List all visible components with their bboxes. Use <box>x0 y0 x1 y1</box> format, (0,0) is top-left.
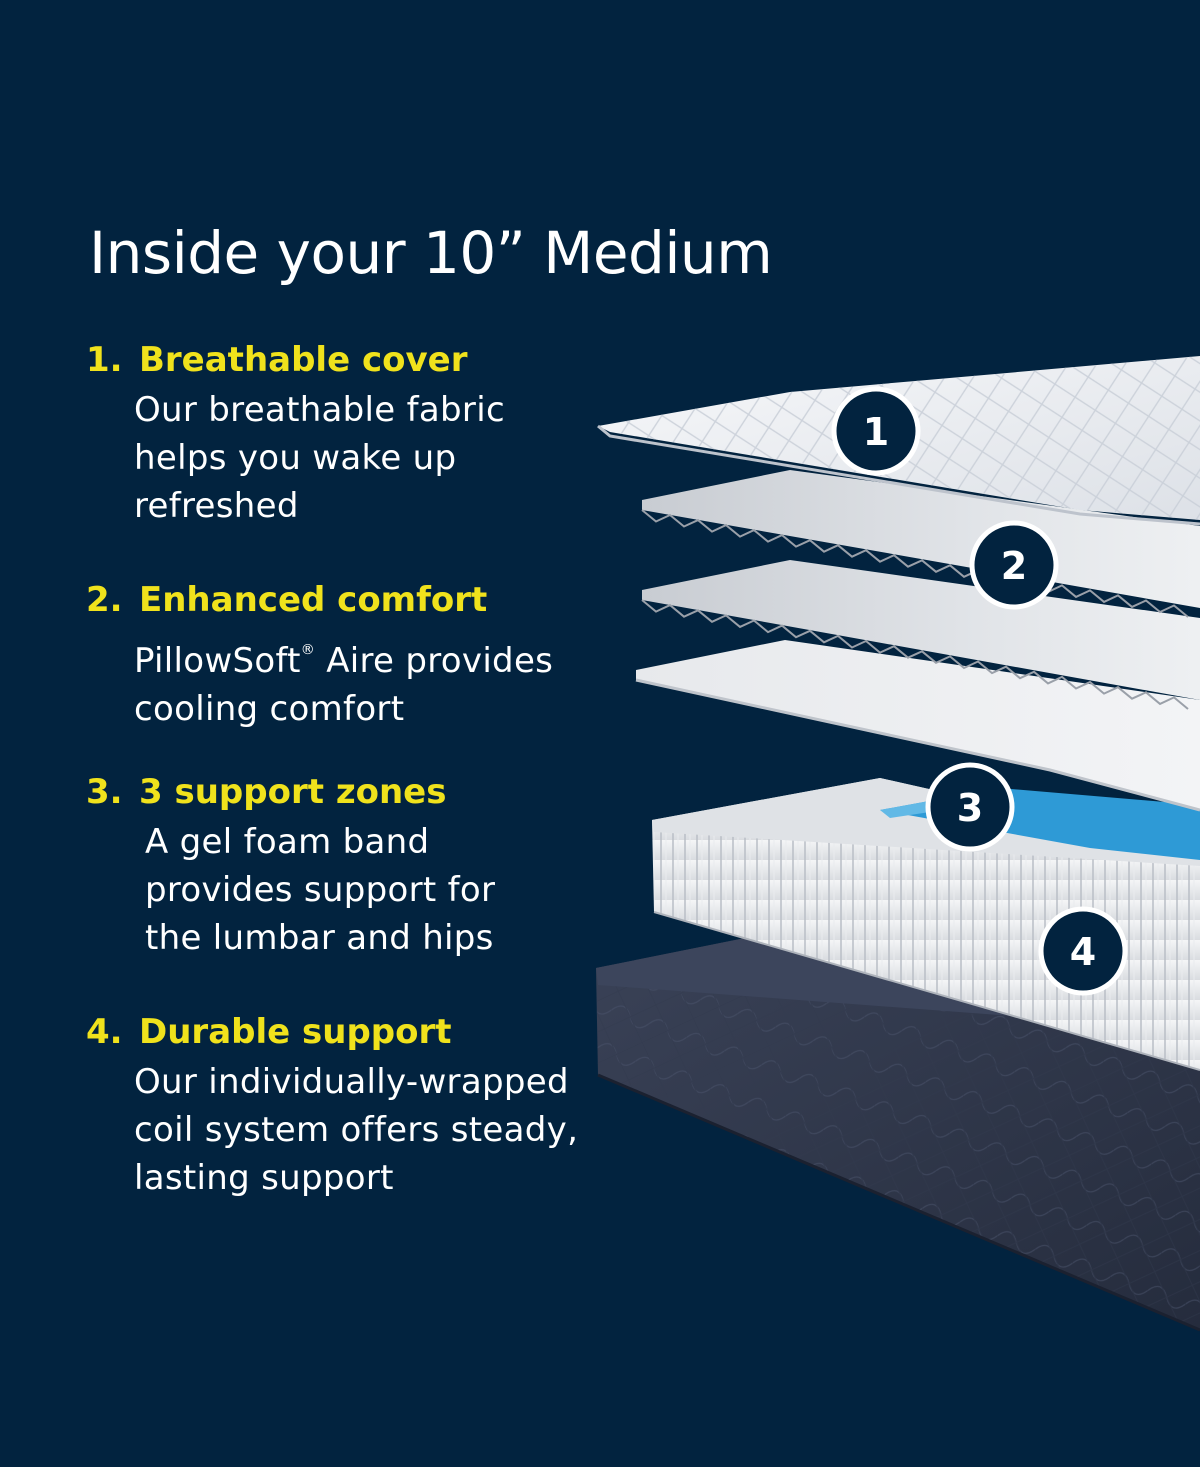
feature-description: PillowSoft® Aire provides cooling comfor… <box>134 626 666 733</box>
feature-number: 2. <box>86 580 123 620</box>
feature-support-zones: 3. 3 support zones A gel foam band provid… <box>86 772 666 962</box>
badge-4-label: 4 <box>1070 930 1096 974</box>
badge-2-label: 2 <box>1001 544 1027 588</box>
badge-3-label: 3 <box>957 786 983 830</box>
feature-description-line: cooling comfort <box>134 689 405 729</box>
registered-mark: ® <box>300 642 316 658</box>
feature-description-line: Our breathable fabric <box>134 390 505 430</box>
feature-title: Enhanced comfort <box>139 580 488 620</box>
feature-description-line: helps you wake up <box>134 438 457 478</box>
feature-description-line: PillowSoft® Aire provides <box>134 626 666 685</box>
feature-title: 3 support zones <box>139 772 447 812</box>
feature-description-line: coil system offers steady, <box>134 1110 579 1150</box>
feature-number: 1. <box>86 340 123 380</box>
coil-system-layer <box>652 778 1200 1071</box>
feature-heading: 3. 3 support zones <box>86 772 666 812</box>
badge-2: 2 <box>969 520 1059 610</box>
badge-3: 3 <box>925 762 1015 852</box>
foam-layer-lower <box>641 560 1200 710</box>
badge-1: 1 <box>831 386 921 476</box>
brand-name: PillowSoft <box>134 641 301 681</box>
feature-description-line: the lumbar and hips <box>145 918 494 958</box>
foam-layer-upper <box>641 470 1200 618</box>
feature-description-line: A gel foam band <box>145 822 430 862</box>
badge-1-label: 1 <box>863 410 889 454</box>
page-title: Inside your 10” Medium <box>89 219 773 287</box>
feature-description-line: lasting support <box>134 1158 394 1198</box>
feature-heading: 4. Durable support <box>86 1012 666 1052</box>
feature-description-line: provides support for <box>145 870 496 910</box>
feature-heading: 2. Enhanced comfort <box>86 580 666 620</box>
feature-enhanced-comfort: 2. Enhanced comfort PillowSoft® Aire prov… <box>86 580 666 733</box>
feature-number: 4. <box>86 1012 123 1052</box>
feature-description: Our breathable fabric helps you wake up … <box>134 386 666 530</box>
feature-title: Durable support <box>139 1012 452 1052</box>
mattress-base-layer <box>596 935 1200 1332</box>
feature-description-line: refreshed <box>134 486 299 526</box>
badge-4: 4 <box>1038 906 1128 996</box>
feature-number: 3. <box>86 772 123 812</box>
feature-description-text: Aire provides <box>315 641 554 681</box>
feature-description: A gel foam band provides support for the… <box>145 818 666 962</box>
feature-durable-support: 4. Durable support Our individually-wrapp… <box>86 1012 666 1202</box>
comfort-sheet-layer <box>635 640 1200 812</box>
feature-heading: 1. Breathable cover <box>86 340 666 380</box>
feature-breathable-cover: 1. Breathable cover Our breathable fabric… <box>86 340 666 530</box>
feature-description: Our individually-wrapped coil system off… <box>134 1058 666 1202</box>
feature-description-line: Our individually-wrapped <box>134 1062 569 1102</box>
feature-title: Breathable cover <box>139 340 468 380</box>
